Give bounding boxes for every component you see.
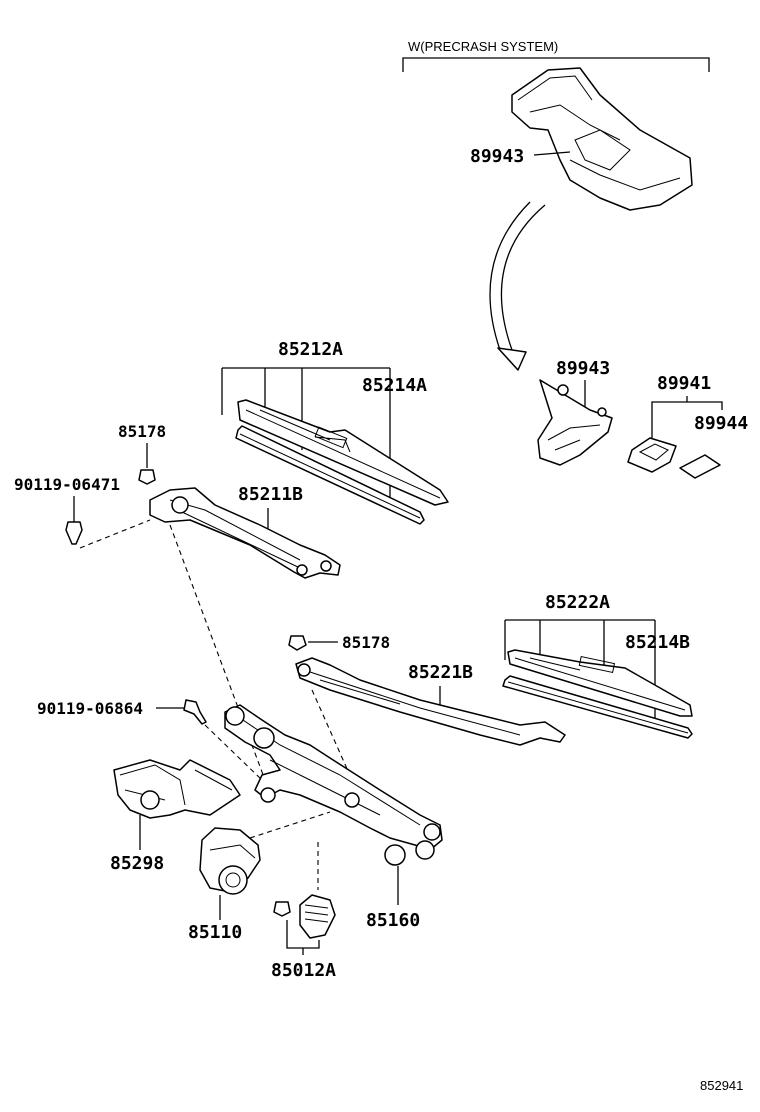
motor-cover (113, 759, 241, 819)
label-85211B: 85211B (238, 484, 303, 505)
label-85178-b: 85178 (342, 633, 390, 652)
label-85178-a: 85178 (118, 422, 166, 441)
label-90119-06471: 90119-06471 (14, 475, 120, 494)
label-85160: 85160 (366, 910, 420, 931)
left-wiper-blade (237, 399, 449, 506)
precrash-bracket-group: W(PRECRASH SYSTEM) 89943 (402, 39, 710, 371)
label-85110: 85110 (188, 922, 242, 943)
label-85212A: 85212A (278, 339, 343, 360)
right-arm-group: 85178 85221B (288, 633, 566, 746)
arrow-head (497, 347, 527, 371)
label-89943-top: 89943 (470, 146, 524, 167)
label-89944: 89944 (694, 413, 748, 434)
label-85214A: 85214A (362, 375, 427, 396)
motor-cover-group: 85298 (110, 759, 241, 874)
sensor-pad (679, 454, 721, 479)
precrash-system-note: W(PRECRASH SYSTEM) (408, 39, 558, 54)
label-85222A: 85222A (545, 592, 610, 613)
right-wiper-arm (295, 657, 566, 746)
clip-group: 85012A (271, 842, 336, 981)
assembly-arrow (500, 204, 546, 351)
label-85214B: 85214B (625, 632, 690, 653)
right-blade-group: 85222A 85214B (502, 592, 693, 739)
nut-85178-a (138, 469, 156, 485)
label-85298: 85298 (110, 853, 164, 874)
left-blade-refill (235, 425, 425, 525)
nut-85178-b (288, 635, 307, 651)
nut-85012A (273, 901, 291, 917)
bolt-90119-06864 (183, 699, 207, 725)
diagram-code: 852941 (700, 1078, 743, 1093)
label-90119-06864: 90119-06864 (37, 699, 143, 718)
clip-85012A (299, 894, 336, 939)
label-85221B: 85221B (408, 662, 473, 683)
left-arm-group: 85178 90119-06471 85211B (14, 422, 341, 579)
bolt-90119-06471 (65, 521, 83, 545)
wiper-linkage (224, 704, 443, 851)
label-85012A: 85012A (271, 960, 336, 981)
sensor-parts-group: 89943 89941 89944 (537, 358, 748, 479)
right-wiper-blade (507, 649, 693, 717)
label-89943-mid: 89943 (556, 358, 610, 379)
wiper-motor-group: 85110 (188, 811, 331, 943)
left-blade-group: 85212A 85214A (221, 339, 449, 525)
sensor-unit (627, 437, 677, 473)
sensor-cover-large (511, 67, 693, 211)
sensor-cover-small (537, 379, 613, 466)
label-89941: 89941 (657, 373, 711, 394)
linkage-group: 90119-06864 85160 (37, 524, 443, 931)
